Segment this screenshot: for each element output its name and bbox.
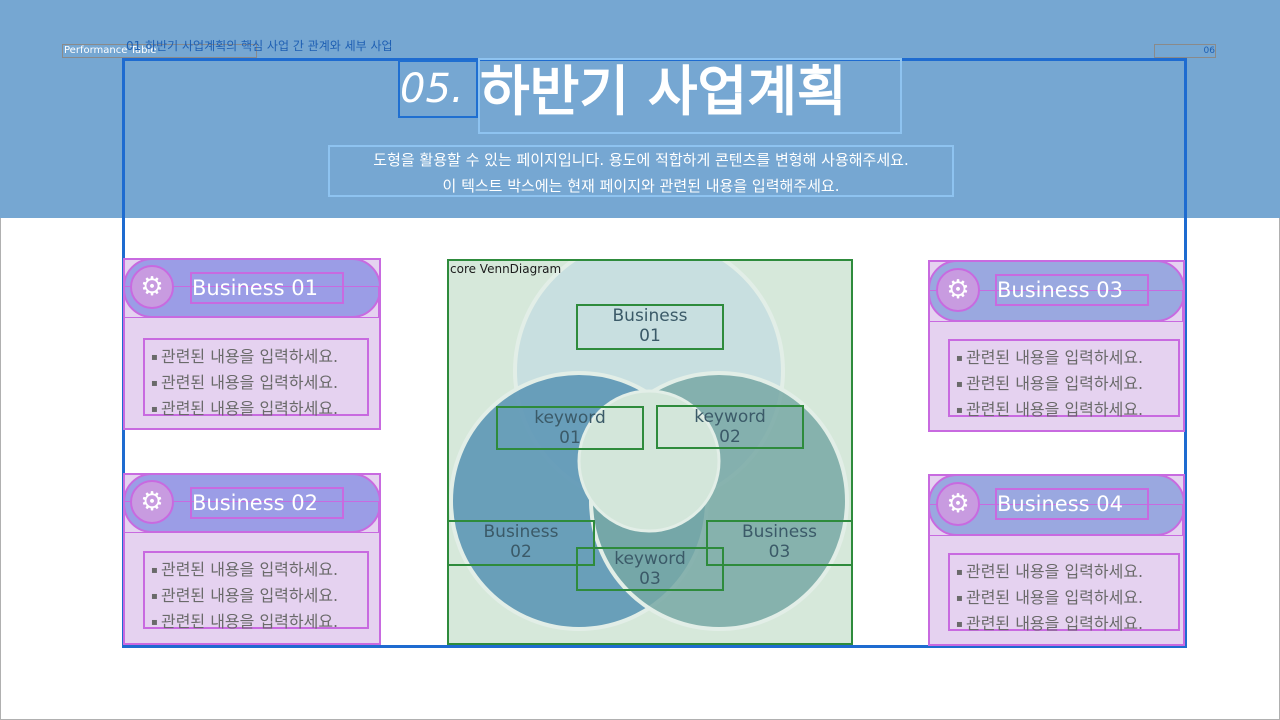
- venn-label-business-01: Business 01: [576, 304, 724, 350]
- venn-label-line: keyword: [534, 408, 606, 428]
- card-business-02-header-band: [123, 501, 379, 533]
- card-business-01-list: 관련된 내용을 입력하세요. 관련된 내용을 입력하세요. 관련된 내용을 입력…: [143, 338, 369, 418]
- list-item: 관련된 내용을 입력하세요.: [151, 557, 367, 583]
- card-business-01-label: Business 01: [190, 272, 344, 304]
- top-title: 01 하반기 사업계획의 핵심 사업 간 관계와 세부 사업: [126, 39, 393, 53]
- description: 도형을 활용할 수 있는 페이지입니다. 용도에 적합하게 콘텐츠를 변형해 사…: [328, 145, 954, 197]
- venn-label-line: 03: [768, 542, 791, 562]
- venn-circle-core: [577, 389, 721, 533]
- venn-label-line: keyword: [694, 407, 766, 427]
- venn-label-keyword-03: keyword 03: [576, 547, 724, 591]
- page-number: 06: [1154, 44, 1216, 58]
- list-item: 관련된 내용을 입력하세요.: [151, 583, 367, 609]
- venn-label-line: 02: [719, 427, 741, 447]
- gear-icon: ⚙: [936, 482, 980, 526]
- list-item: 관련된 내용을 입력하세요.: [151, 370, 367, 396]
- gear-icon: ⚙: [936, 268, 980, 312]
- card-business-01-header-band: [123, 286, 379, 318]
- venn-label-keyword-01: keyword 01: [496, 406, 644, 450]
- venn-label-business-02: Business 02: [447, 520, 595, 566]
- venn-label-line: Business: [612, 306, 688, 326]
- venn-label-business-03: Business 03: [706, 520, 853, 566]
- venn-title: core VennDiagram: [450, 262, 562, 276]
- card-business-02-label: Business 02: [190, 487, 344, 519]
- performance-table-tab[interactable]: Performance Table: [62, 44, 257, 58]
- description-line-1: 도형을 활용할 수 있는 페이지입니다. 용도에 적합하게 콘텐츠를 변형해 사…: [373, 151, 909, 169]
- card-business-03-label: Business 03: [995, 274, 1149, 306]
- venn-label-keyword-02: keyword 02: [656, 405, 804, 449]
- description-line-2: 이 텍스트 박스에는 현재 페이지와 관련된 내용을 입력해주세요.: [442, 177, 840, 195]
- card-business-04-list: 관련된 내용을 입력하세요. 관련된 내용을 입력하세요. 관련된 내용을 입력…: [948, 553, 1180, 633]
- card-business-04-label: Business 04: [995, 488, 1149, 520]
- venn-label-line: 03: [639, 569, 661, 589]
- card-business-02-list: 관련된 내용을 입력하세요. 관련된 내용을 입력하세요. 관련된 내용을 입력…: [143, 551, 369, 631]
- section-title: 하반기 사업계획: [478, 58, 902, 134]
- list-item: 관련된 내용을 입력하세요.: [956, 397, 1178, 423]
- list-item: 관련된 내용을 입력하세요.: [151, 344, 367, 370]
- list-item: 관련된 내용을 입력하세요.: [956, 611, 1178, 637]
- header-band: [0, 0, 1280, 218]
- venn-label-line: Business: [742, 522, 817, 542]
- venn-label-line: keyword: [614, 549, 686, 569]
- list-item: 관련된 내용을 입력하세요.: [151, 396, 367, 422]
- list-item: 관련된 내용을 입력하세요.: [151, 609, 367, 635]
- gear-icon: ⚙: [130, 265, 174, 309]
- list-item: 관련된 내용을 입력하세요.: [956, 559, 1178, 585]
- venn-label-line: 01: [639, 326, 661, 346]
- venn-label-line: Business: [483, 522, 559, 542]
- venn-label-line: 02: [510, 542, 532, 562]
- gear-icon: ⚙: [130, 480, 174, 524]
- list-item: 관련된 내용을 입력하세요.: [956, 345, 1178, 371]
- card-business-03-header-band: [928, 290, 1183, 322]
- venn-label-line: 01: [559, 428, 581, 448]
- list-item: 관련된 내용을 입력하세요.: [956, 371, 1178, 397]
- list-item: 관련된 내용을 입력하세요.: [956, 585, 1178, 611]
- section-number: 05.: [398, 60, 478, 118]
- card-business-04-header-band: [928, 504, 1183, 536]
- card-business-03-list: 관련된 내용을 입력하세요. 관련된 내용을 입력하세요. 관련된 내용을 입력…: [948, 339, 1180, 419]
